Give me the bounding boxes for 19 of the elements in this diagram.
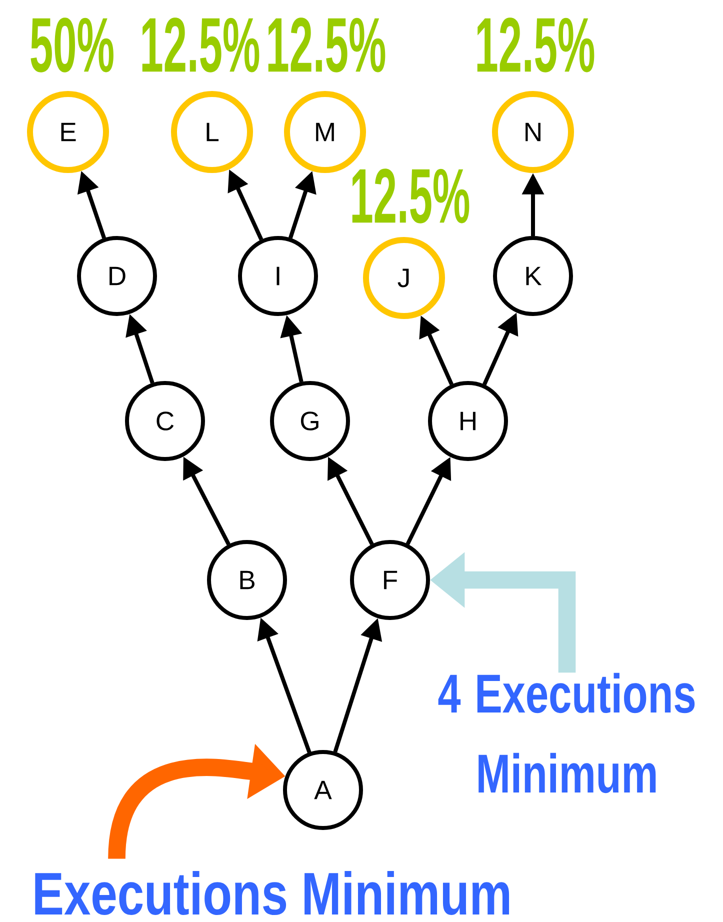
- callout-text: Executions Minimum: [35, 870, 510, 916]
- percent-label: 50%: [30, 18, 114, 72]
- circle-node: D: [77, 236, 157, 316]
- circle-node: G: [270, 381, 350, 461]
- circle-node: F: [350, 540, 430, 620]
- callout-text: 4 Executions Minimum: [438, 672, 695, 794]
- circle-node: A: [283, 750, 363, 830]
- circle-node: L: [171, 91, 253, 173]
- circle-node: J: [363, 237, 445, 319]
- circle-node: E: [27, 91, 109, 173]
- circle-node: N: [492, 91, 574, 173]
- percent-label: 12.5%: [268, 18, 386, 72]
- circle-node: B: [207, 540, 287, 620]
- circle-node: C: [125, 381, 205, 461]
- percent-label: 12.5%: [142, 18, 260, 72]
- circle-node: H: [428, 381, 508, 461]
- circle-node: I: [238, 236, 318, 316]
- percent-label: 12.5%: [477, 18, 594, 72]
- circle-node: K: [493, 236, 573, 316]
